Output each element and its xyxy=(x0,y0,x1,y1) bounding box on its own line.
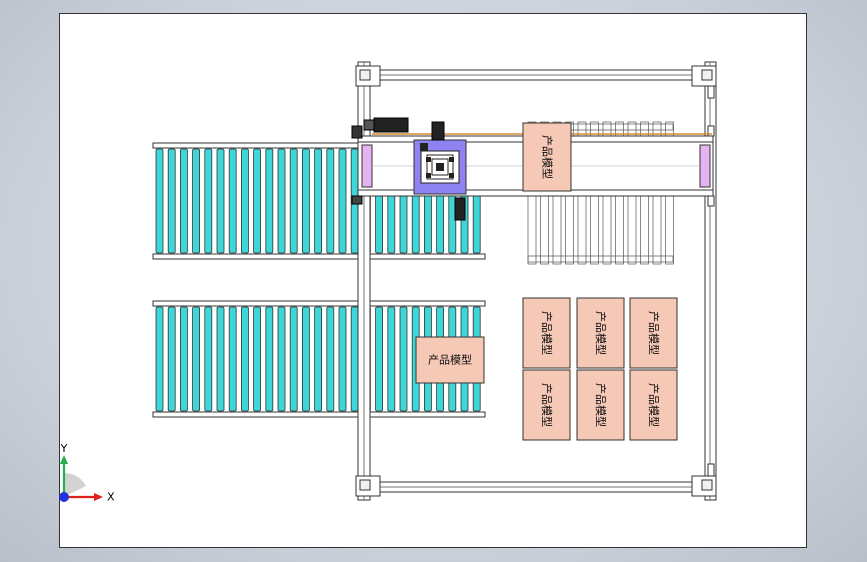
origin-point xyxy=(59,492,69,502)
roller xyxy=(192,306,201,412)
y-axis-label: Y xyxy=(60,442,68,455)
drawing-sheet xyxy=(59,13,807,548)
gripped-product-label: 产品模型 xyxy=(541,135,555,179)
roller xyxy=(265,148,274,254)
product-box[interactable] xyxy=(576,369,625,441)
x-axis-label: X xyxy=(107,491,115,504)
product-box-label: 产品模型 xyxy=(594,311,608,355)
roller xyxy=(399,306,408,412)
loose-product-label: 产品模型 xyxy=(428,353,472,367)
roller xyxy=(216,148,225,254)
roller xyxy=(338,148,347,254)
roller xyxy=(277,148,286,254)
coordinate-triad: Y X xyxy=(59,442,115,504)
roller xyxy=(326,148,335,254)
roller xyxy=(228,306,237,412)
roller xyxy=(167,148,176,254)
roller xyxy=(179,148,188,254)
roller xyxy=(338,306,347,412)
beam-accent-left xyxy=(361,144,373,188)
roller xyxy=(179,306,188,412)
gripper-carriage[interactable] xyxy=(413,121,467,221)
product-box-label: 产品模型 xyxy=(540,383,554,427)
roller xyxy=(192,148,201,254)
roller xyxy=(314,148,323,254)
roller xyxy=(228,148,237,254)
x-arrow-head xyxy=(94,493,103,501)
roller xyxy=(277,306,286,412)
product-box[interactable] xyxy=(629,297,678,369)
roller xyxy=(289,306,298,412)
product-pallet-grid[interactable]: 产品模型产品模型产品模型产品模型产品模型产品模型 xyxy=(522,297,678,441)
y-axis-motor xyxy=(454,197,466,221)
product-box[interactable] xyxy=(522,297,571,369)
roller xyxy=(253,306,262,412)
product-box-label: 产品模型 xyxy=(647,311,661,355)
product-box[interactable] xyxy=(576,297,625,369)
roller xyxy=(350,306,359,412)
roller xyxy=(289,148,298,254)
roller xyxy=(240,148,249,254)
roller xyxy=(301,148,310,254)
product-box-label: 产品模型 xyxy=(647,383,661,427)
roller xyxy=(204,148,213,254)
product-box-label: 产品模型 xyxy=(540,311,554,355)
product-box[interactable] xyxy=(522,369,571,441)
roller xyxy=(155,148,164,254)
pallet-rail xyxy=(527,255,674,263)
z-axis-motor xyxy=(431,121,445,141)
roller xyxy=(265,306,274,412)
roller xyxy=(326,306,335,412)
roller xyxy=(240,306,249,412)
roller xyxy=(155,306,164,412)
roller xyxy=(204,306,213,412)
lower-conveyor[interactable] xyxy=(152,300,486,418)
roller xyxy=(387,306,396,412)
beam-accent-right xyxy=(699,144,711,188)
x-axis-motor xyxy=(373,117,409,133)
product-box[interactable] xyxy=(629,369,678,441)
roller xyxy=(253,148,262,254)
roller xyxy=(167,306,176,412)
loose-product[interactable]: 产品模型 xyxy=(415,336,485,384)
y-arrow-head xyxy=(60,455,68,464)
gripped-product[interactable]: 产品模型 xyxy=(522,122,572,192)
roller xyxy=(375,306,384,412)
roller xyxy=(216,306,225,412)
roller xyxy=(314,306,323,412)
roller xyxy=(301,306,310,412)
product-box-label: 产品模型 xyxy=(594,383,608,427)
